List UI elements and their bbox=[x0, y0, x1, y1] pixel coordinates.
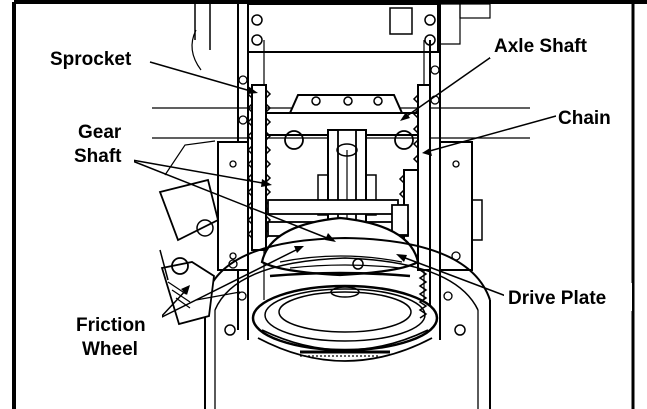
lower-pulley bbox=[251, 284, 439, 362]
right-housing bbox=[439, 141, 483, 271]
axle-shaft bbox=[263, 94, 425, 150]
drive-plate-leader bbox=[399, 255, 507, 297]
chain-label: Chain bbox=[558, 108, 611, 129]
gear-shaft-leader bbox=[131, 159, 269, 185]
friction-wheel bbox=[159, 249, 241, 326]
callout-labels: Sprocket Axle Shaft Gear Shaft Chain Dri… bbox=[46, 30, 632, 360]
gear-shaft-label-line2: Shaft bbox=[74, 146, 122, 167]
top-block bbox=[191, 3, 491, 71]
axle-shaft-leader bbox=[403, 54, 495, 119]
sprocket-label: Sprocket bbox=[50, 49, 132, 70]
mechanism-drawing bbox=[152, 3, 530, 409]
left-housing bbox=[158, 140, 249, 271]
axle-shaft-label: Axle Shaft bbox=[494, 36, 588, 57]
tension-spring bbox=[418, 269, 428, 319]
sprocket-leader bbox=[149, 61, 255, 93]
drive-plate-label: Drive Plate bbox=[508, 288, 606, 309]
gear-shaft-label-line1: Gear bbox=[78, 122, 122, 143]
right-chain-sprocket bbox=[398, 84, 431, 271]
leader-lines bbox=[129, 54, 557, 319]
friction-wheel-label-line2: Wheel bbox=[82, 339, 138, 360]
friction-wheel-leader bbox=[159, 287, 189, 319]
friction-wheel-label-line1: Friction bbox=[76, 315, 146, 336]
base-drum bbox=[204, 236, 491, 409]
chain-leader bbox=[425, 115, 557, 153]
figure-frame bbox=[12, 0, 647, 409]
left-sprocket bbox=[246, 84, 272, 251]
